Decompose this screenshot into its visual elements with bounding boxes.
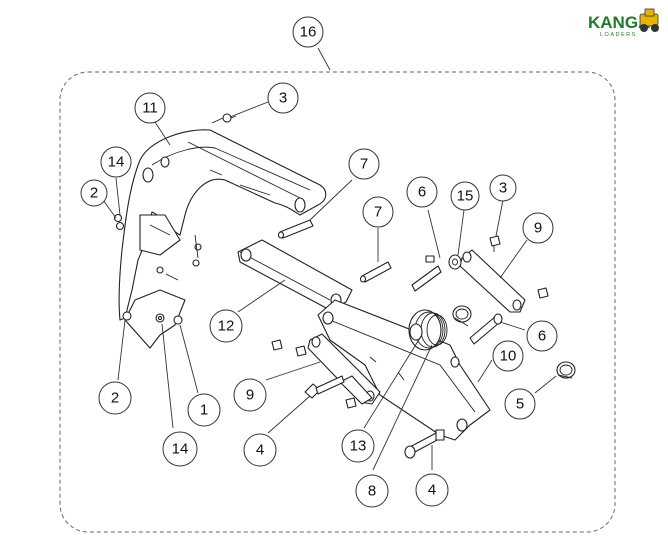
callout-5: 5 <box>504 388 536 420</box>
bolt-part-3e <box>295 345 307 357</box>
bolt-part-4b <box>404 429 445 459</box>
lynch-pin-part-5b <box>556 361 576 379</box>
callout-2b: 2 <box>98 381 132 415</box>
callout-4a: 4 <box>243 433 277 467</box>
bolt-part-3c <box>537 287 549 299</box>
callout-2a: 2 <box>80 179 108 207</box>
callout-9a: 9 <box>522 212 554 244</box>
washer-part-15 <box>448 254 462 270</box>
logo-subtext: LOADERS <box>600 32 637 38</box>
callout-8: 8 <box>355 474 389 508</box>
callout-7b: 7 <box>362 196 394 228</box>
pin-part-6b <box>469 313 503 345</box>
callout-label: 10 <box>500 348 517 365</box>
pin-part-7a <box>277 219 314 239</box>
callout-7a: 7 <box>348 148 380 180</box>
callout-label: 1 <box>200 402 208 419</box>
callout-label: 9 <box>246 387 254 404</box>
callout-label: 7 <box>360 156 368 173</box>
callout-label: 2 <box>90 185 98 202</box>
callout-13: 13 <box>341 429 375 463</box>
leader-lines <box>102 47 557 471</box>
lynch-pin-part-5a <box>452 305 472 327</box>
assembly-boundary <box>59 71 616 533</box>
callout-label: 12 <box>218 318 235 335</box>
callout-label: 13 <box>350 438 367 455</box>
callout-label: 14 <box>108 154 125 171</box>
kanga-logo: KANGA LOADERS <box>588 8 659 38</box>
callout-6b: 6 <box>526 320 558 352</box>
callout-label: 3 <box>279 90 287 107</box>
logo-text: KANGA <box>588 13 650 32</box>
pin-part-6a <box>411 255 442 292</box>
mini-loader-icon <box>639 8 659 32</box>
callout-15: 15 <box>450 181 480 211</box>
callout-label: 5 <box>516 396 524 413</box>
callout-11: 11 <box>134 92 166 124</box>
bolt-part-4a <box>304 375 345 399</box>
callout-3a: 3 <box>267 82 299 114</box>
callout-label: 15 <box>457 188 474 205</box>
callout-10: 10 <box>492 340 524 372</box>
callout-14b: 14 <box>162 431 198 467</box>
callout-12: 12 <box>209 309 243 343</box>
callout-1: 1 <box>187 393 221 427</box>
callout-label: 9 <box>534 220 542 237</box>
spring-part-13 <box>408 309 448 351</box>
callout-14a: 14 <box>100 146 132 178</box>
arm-hardware <box>113 113 237 325</box>
callouts: 16 3 11 14 2 7 6 15 3 9 7 12 6 9 10 2 1 … <box>80 16 558 508</box>
callout-16: 16 <box>292 16 324 48</box>
link-plate-part-9b <box>307 333 381 405</box>
callout-label: 8 <box>368 483 376 500</box>
callout-label: 6 <box>538 328 546 345</box>
callout-label: 3 <box>499 180 507 197</box>
callout-4b: 4 <box>415 473 449 507</box>
callout-label: 4 <box>428 482 436 499</box>
link-plate-part-9a <box>459 249 526 313</box>
bolt-part-3a <box>489 235 501 252</box>
callout-label: 16 <box>300 24 317 41</box>
arm-casting-part-11 <box>118 129 327 349</box>
bolt-part-3f <box>345 397 357 409</box>
callout-label: 7 <box>374 204 382 221</box>
callout-label: 11 <box>142 100 158 117</box>
callout-label: 6 <box>418 184 426 201</box>
bolt-part-3d <box>271 339 283 351</box>
callout-label: 2 <box>111 390 119 407</box>
callout-label: 14 <box>172 441 189 458</box>
callout-3b: 3 <box>489 174 517 202</box>
callout-9b: 9 <box>233 378 267 412</box>
pin-part-7b <box>359 261 392 283</box>
callout-label: 4 <box>256 442 264 459</box>
callout-6a: 6 <box>406 176 438 208</box>
